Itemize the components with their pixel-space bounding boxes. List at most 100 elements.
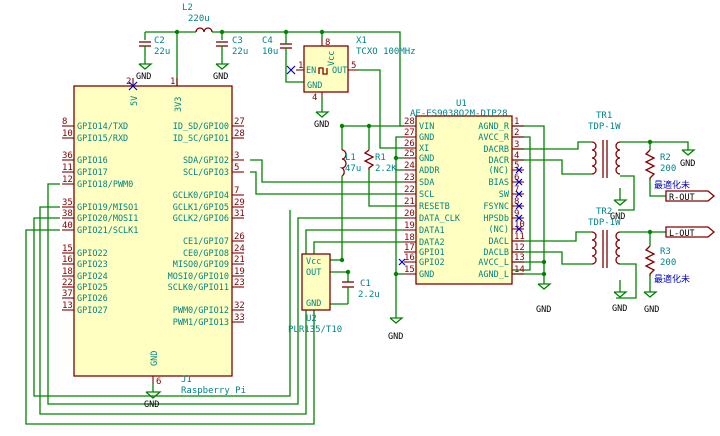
pin-number: 14 (514, 265, 525, 275)
pin-name: GPIO20/MOSI1 (77, 214, 138, 224)
r-out-text: R-OUT (669, 193, 695, 203)
pin-number: 19 (234, 267, 245, 277)
r2-ref: R2 (660, 153, 671, 163)
pin-name: AVCC_R (478, 133, 510, 143)
u1-value: AE-ES9038Q2M-DIP28 (410, 109, 508, 119)
x1-pin-num-8: 8 (325, 38, 330, 48)
l-out-text: L-OUT (669, 229, 695, 239)
pin-name: GPIO1 (419, 248, 445, 258)
c3-ref: C3 (232, 36, 243, 46)
pin-number: 2 (514, 128, 519, 138)
tr1-transformer: TR1 TDP-1W (588, 111, 621, 178)
pin-number: 8 (514, 197, 519, 207)
pin-number: 16 (404, 253, 415, 263)
pin-name: GCLK2/GPIO6 (173, 214, 229, 224)
l1-value: 47u (345, 164, 361, 174)
pin-name: GPIO16 (77, 156, 108, 166)
j1-ref: J1 (181, 375, 192, 385)
r1-ref: R1 (375, 153, 386, 163)
pin-number: 37 (62, 289, 73, 299)
pin-number: 26 (404, 139, 415, 149)
pin-name: GND (419, 133, 434, 143)
pin-name: SCLK0/GPIO11 (168, 283, 229, 293)
wire-junctions (174, 29, 653, 277)
pin-name: GND (419, 154, 434, 164)
pin-number: 5 (234, 163, 239, 173)
pin-name: (NC) (489, 225, 509, 235)
pin-number: 17 (404, 243, 415, 253)
pin-number: 11 (62, 163, 73, 173)
pin-name: GPIO24 (77, 272, 108, 282)
pin-number: 22 (404, 185, 415, 195)
pin-number: 33 (234, 313, 245, 323)
pin-number: 4 (514, 151, 519, 161)
pin-name: GPIO26 (77, 294, 108, 304)
pin-name: FSYNC (483, 202, 509, 212)
r-out-label[interactable]: R-OUT (665, 190, 716, 203)
gnd-label: GND (612, 304, 627, 314)
pin-name: CE0/GPIO8 (183, 249, 229, 259)
j1-pin-5v: 5V (130, 96, 140, 106)
pin-name: GCLK0/GPIO4 (173, 191, 229, 201)
pin-number: 27 (404, 128, 415, 138)
r3-ref: R3 (660, 247, 671, 257)
gnd-label: GND (536, 305, 551, 315)
tr1-ref: TR1 (596, 111, 612, 121)
gnd-label: GND (144, 400, 159, 410)
x1-vcc: Vcc (327, 51, 337, 66)
x1-pin-num-5: 5 (351, 61, 356, 71)
pin-number: 27 (234, 117, 245, 127)
pin-name: SDA/GPIO2 (183, 156, 229, 166)
pin-number: 7 (234, 186, 239, 196)
l-out-label[interactable]: L-OUT (665, 226, 716, 239)
u2-vcc: Vcc (306, 257, 321, 267)
pin-number: 3 (514, 140, 519, 150)
pin-name: DACLB (483, 248, 509, 258)
pin-name: RESETB (419, 202, 450, 212)
pin-number: 21 (404, 197, 415, 207)
gnd-label: GND (644, 305, 659, 315)
l2-value: 220u (188, 14, 210, 24)
x1-tcxo: X1 8 1 5 4 Vcc EN OUT GND X1 TCXO 100MHz… (286, 36, 416, 130)
tr1-value: TDP-1W (588, 122, 621, 132)
pin-name: GND (419, 270, 434, 280)
j1-pin-3v3: 3V3 (174, 97, 184, 112)
pin-name: (NC) (489, 166, 509, 176)
gnd-label: GND (136, 72, 151, 82)
pin-number: 10 (62, 129, 73, 139)
pin-number: 16 (62, 255, 73, 265)
pin-name: GPIO21/SCLK1 (77, 226, 138, 236)
u1-nc-marks (398, 166, 523, 266)
pin-number: 10 (514, 220, 525, 230)
x1-ref: X1 (356, 36, 367, 46)
j1-pin-gnd: GND (150, 351, 160, 366)
l2-ref: L2 (182, 3, 193, 13)
